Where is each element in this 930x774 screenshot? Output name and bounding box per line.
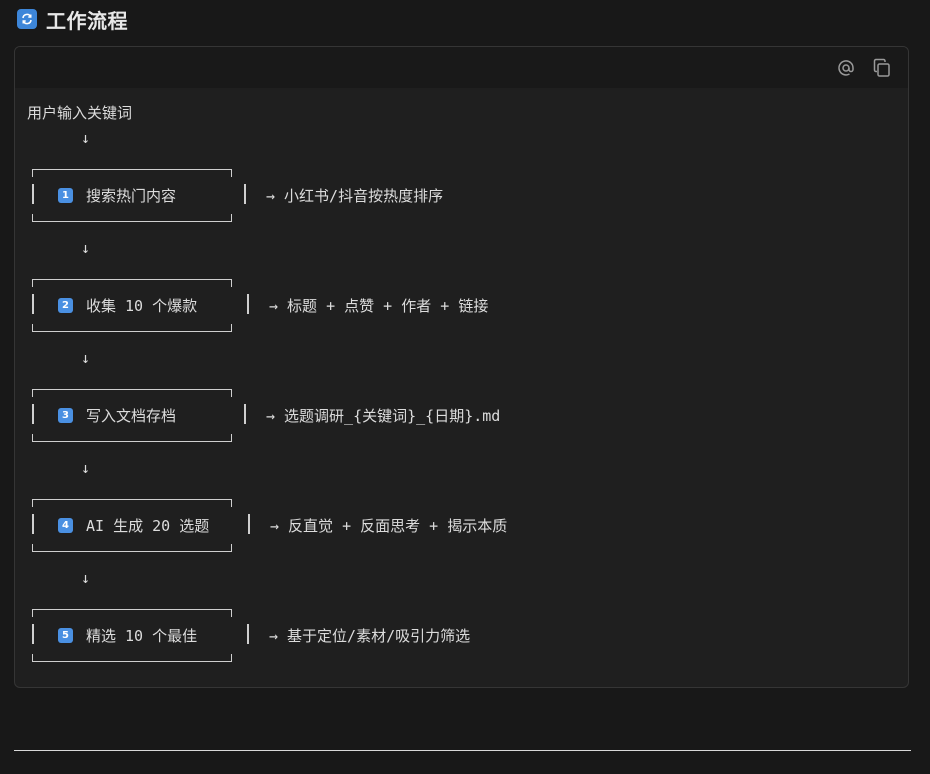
flow-arrow: ↓ xyxy=(81,239,91,257)
step-note: → 反直觉 + 反面思考 + 揭示本质 xyxy=(270,517,508,535)
step-box-1 xyxy=(32,169,246,222)
step-note: → 标题 + 点赞 + 作者 + 链接 xyxy=(269,297,489,315)
step-box-5 xyxy=(32,609,249,662)
step-label: 搜索热门内容 xyxy=(86,186,177,205)
section-header: 工作流程 xyxy=(17,6,128,33)
step-row-2: 2 收集 10 个爆款 xyxy=(58,295,197,315)
code-toolbar xyxy=(15,47,908,88)
step-row-3: 3 写入文档存档 xyxy=(58,405,176,425)
copy-icon[interactable] xyxy=(872,58,892,78)
step-number-badge: 4 xyxy=(58,517,73,533)
divider xyxy=(14,750,911,751)
step-row-5: 5 精选 10 个最佳 xyxy=(58,625,197,645)
step-note: → 选题调研_{关键词}_{日期}.md xyxy=(266,407,501,425)
flow-intro: 用户输入关键词 xyxy=(27,104,133,122)
refresh-icon xyxy=(17,9,37,29)
at-sign-icon[interactable] xyxy=(836,58,856,78)
step-label: AI 生成 20 选题 xyxy=(86,516,210,535)
step-row-1: 1 搜索热门内容 xyxy=(58,185,176,205)
step-box-4 xyxy=(32,499,250,552)
step-label: 精选 10 个最佳 xyxy=(86,626,198,645)
flow-arrow: ↓ xyxy=(81,569,91,587)
step-note: → 小红书/抖音按热度排序 xyxy=(266,187,444,205)
step-row-4: 4 AI 生成 20 选题 xyxy=(58,515,209,535)
flow-arrow: ↓ xyxy=(81,459,91,477)
flow-arrow: ↓ xyxy=(81,349,91,367)
code-block: 用户输入关键词 ↓ 1 搜索热门内容 → 小红书/抖音按热度排序 ↓ 2 收集 … xyxy=(14,46,909,688)
step-number-badge: 2 xyxy=(58,297,73,313)
flow-arrow: ↓ xyxy=(81,129,91,147)
step-note: → 基于定位/素材/吸引力筛选 xyxy=(269,627,471,645)
step-box-2 xyxy=(32,279,249,332)
step-number-badge: 1 xyxy=(58,187,73,203)
step-label: 收集 10 个爆款 xyxy=(86,296,198,315)
step-number-badge: 5 xyxy=(58,627,73,643)
page-title: 工作流程 xyxy=(46,8,128,33)
step-box-3 xyxy=(32,389,246,442)
step-label: 写入文档存档 xyxy=(86,406,177,425)
step-number-badge: 3 xyxy=(58,407,73,423)
